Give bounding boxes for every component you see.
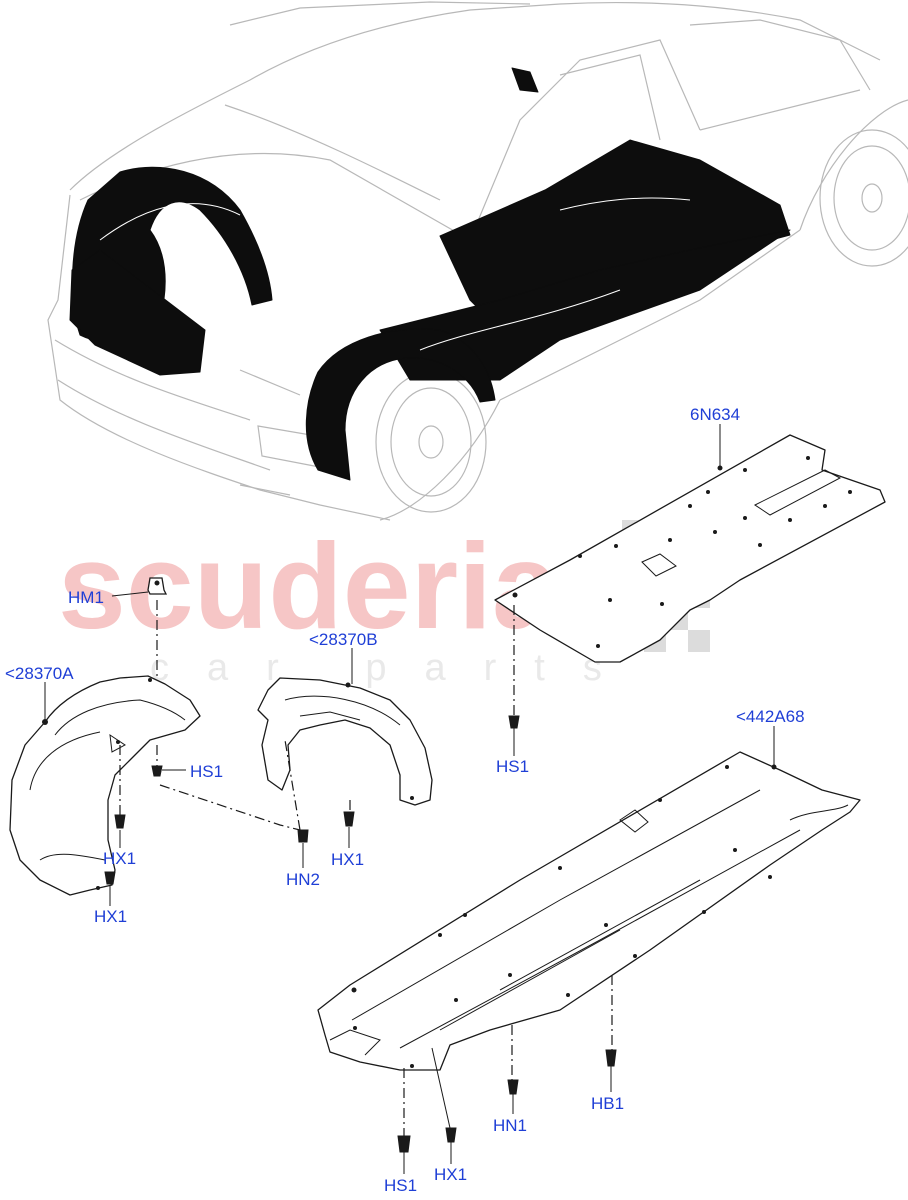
label-leaders (44, 424, 775, 1174)
vehicle-outline (47, 1, 908, 521)
wiper-clip-on-vehicle (511, 67, 539, 93)
label-442a68[interactable]: <442A68 (736, 707, 805, 726)
label-hx1-arch-b[interactable]: HX1 (94, 907, 127, 926)
label-hb1[interactable]: HB1 (591, 1094, 624, 1113)
clip-hn1-shape (507, 1079, 519, 1095)
callout-labels: 6N634 <28370A <28370B <442A68 HM1 HS1 HX… (5, 405, 805, 1195)
floor-panel-6n634 (494, 434, 886, 663)
label-hx1-arch-a[interactable]: HX1 (103, 849, 136, 868)
clip-hb1-shape (605, 1049, 617, 1067)
clip-hs1-arch-shape (151, 765, 163, 777)
label-hn2[interactable]: HN2 (286, 870, 320, 889)
watermark-tagline: car parts (150, 647, 640, 689)
label-hn1[interactable]: HN1 (493, 1116, 527, 1135)
front-grille-area (69, 249, 206, 376)
underbody-shield-442a68 (317, 751, 861, 1071)
clip-hs1-bottom-shape (397, 1135, 411, 1153)
clip-hm1-shape (147, 577, 168, 595)
wheel-arch-liner-28370a (9, 675, 201, 896)
clip-hn2-shape (297, 829, 309, 843)
label-hs1-bottom[interactable]: HS1 (384, 1176, 417, 1195)
label-28370b[interactable]: <28370B (309, 630, 378, 649)
label-hs1-panel[interactable]: HS1 (496, 757, 529, 776)
underbody-on-vehicle (379, 229, 791, 381)
label-hs1-arch[interactable]: HS1 (190, 762, 223, 781)
fasteners (104, 577, 617, 1153)
clip-hx1-bottom-shape (445, 1127, 457, 1143)
clip-hx1-arch-b-shape (104, 871, 116, 885)
watermark-brand: scuderia (58, 518, 561, 654)
label-28370a[interactable]: <28370A (5, 664, 74, 683)
assembly-lines (119, 600, 613, 1136)
label-6n634[interactable]: 6N634 (690, 405, 740, 424)
label-hx1-arch-c[interactable]: HX1 (331, 850, 364, 869)
wheel-arch-liner-28370b (257, 677, 433, 806)
clip-hx1-arch-c-shape (343, 811, 355, 827)
label-hm1[interactable]: HM1 (68, 588, 104, 607)
clip-hs1-panel-shape (508, 715, 520, 729)
front-right-arch-on-vehicle (305, 328, 496, 481)
clip-hx1-arch-a-shape (114, 814, 126, 829)
vehicle-highlighted-parts (69, 67, 791, 481)
label-hx1-bottom[interactable]: HX1 (434, 1165, 467, 1184)
